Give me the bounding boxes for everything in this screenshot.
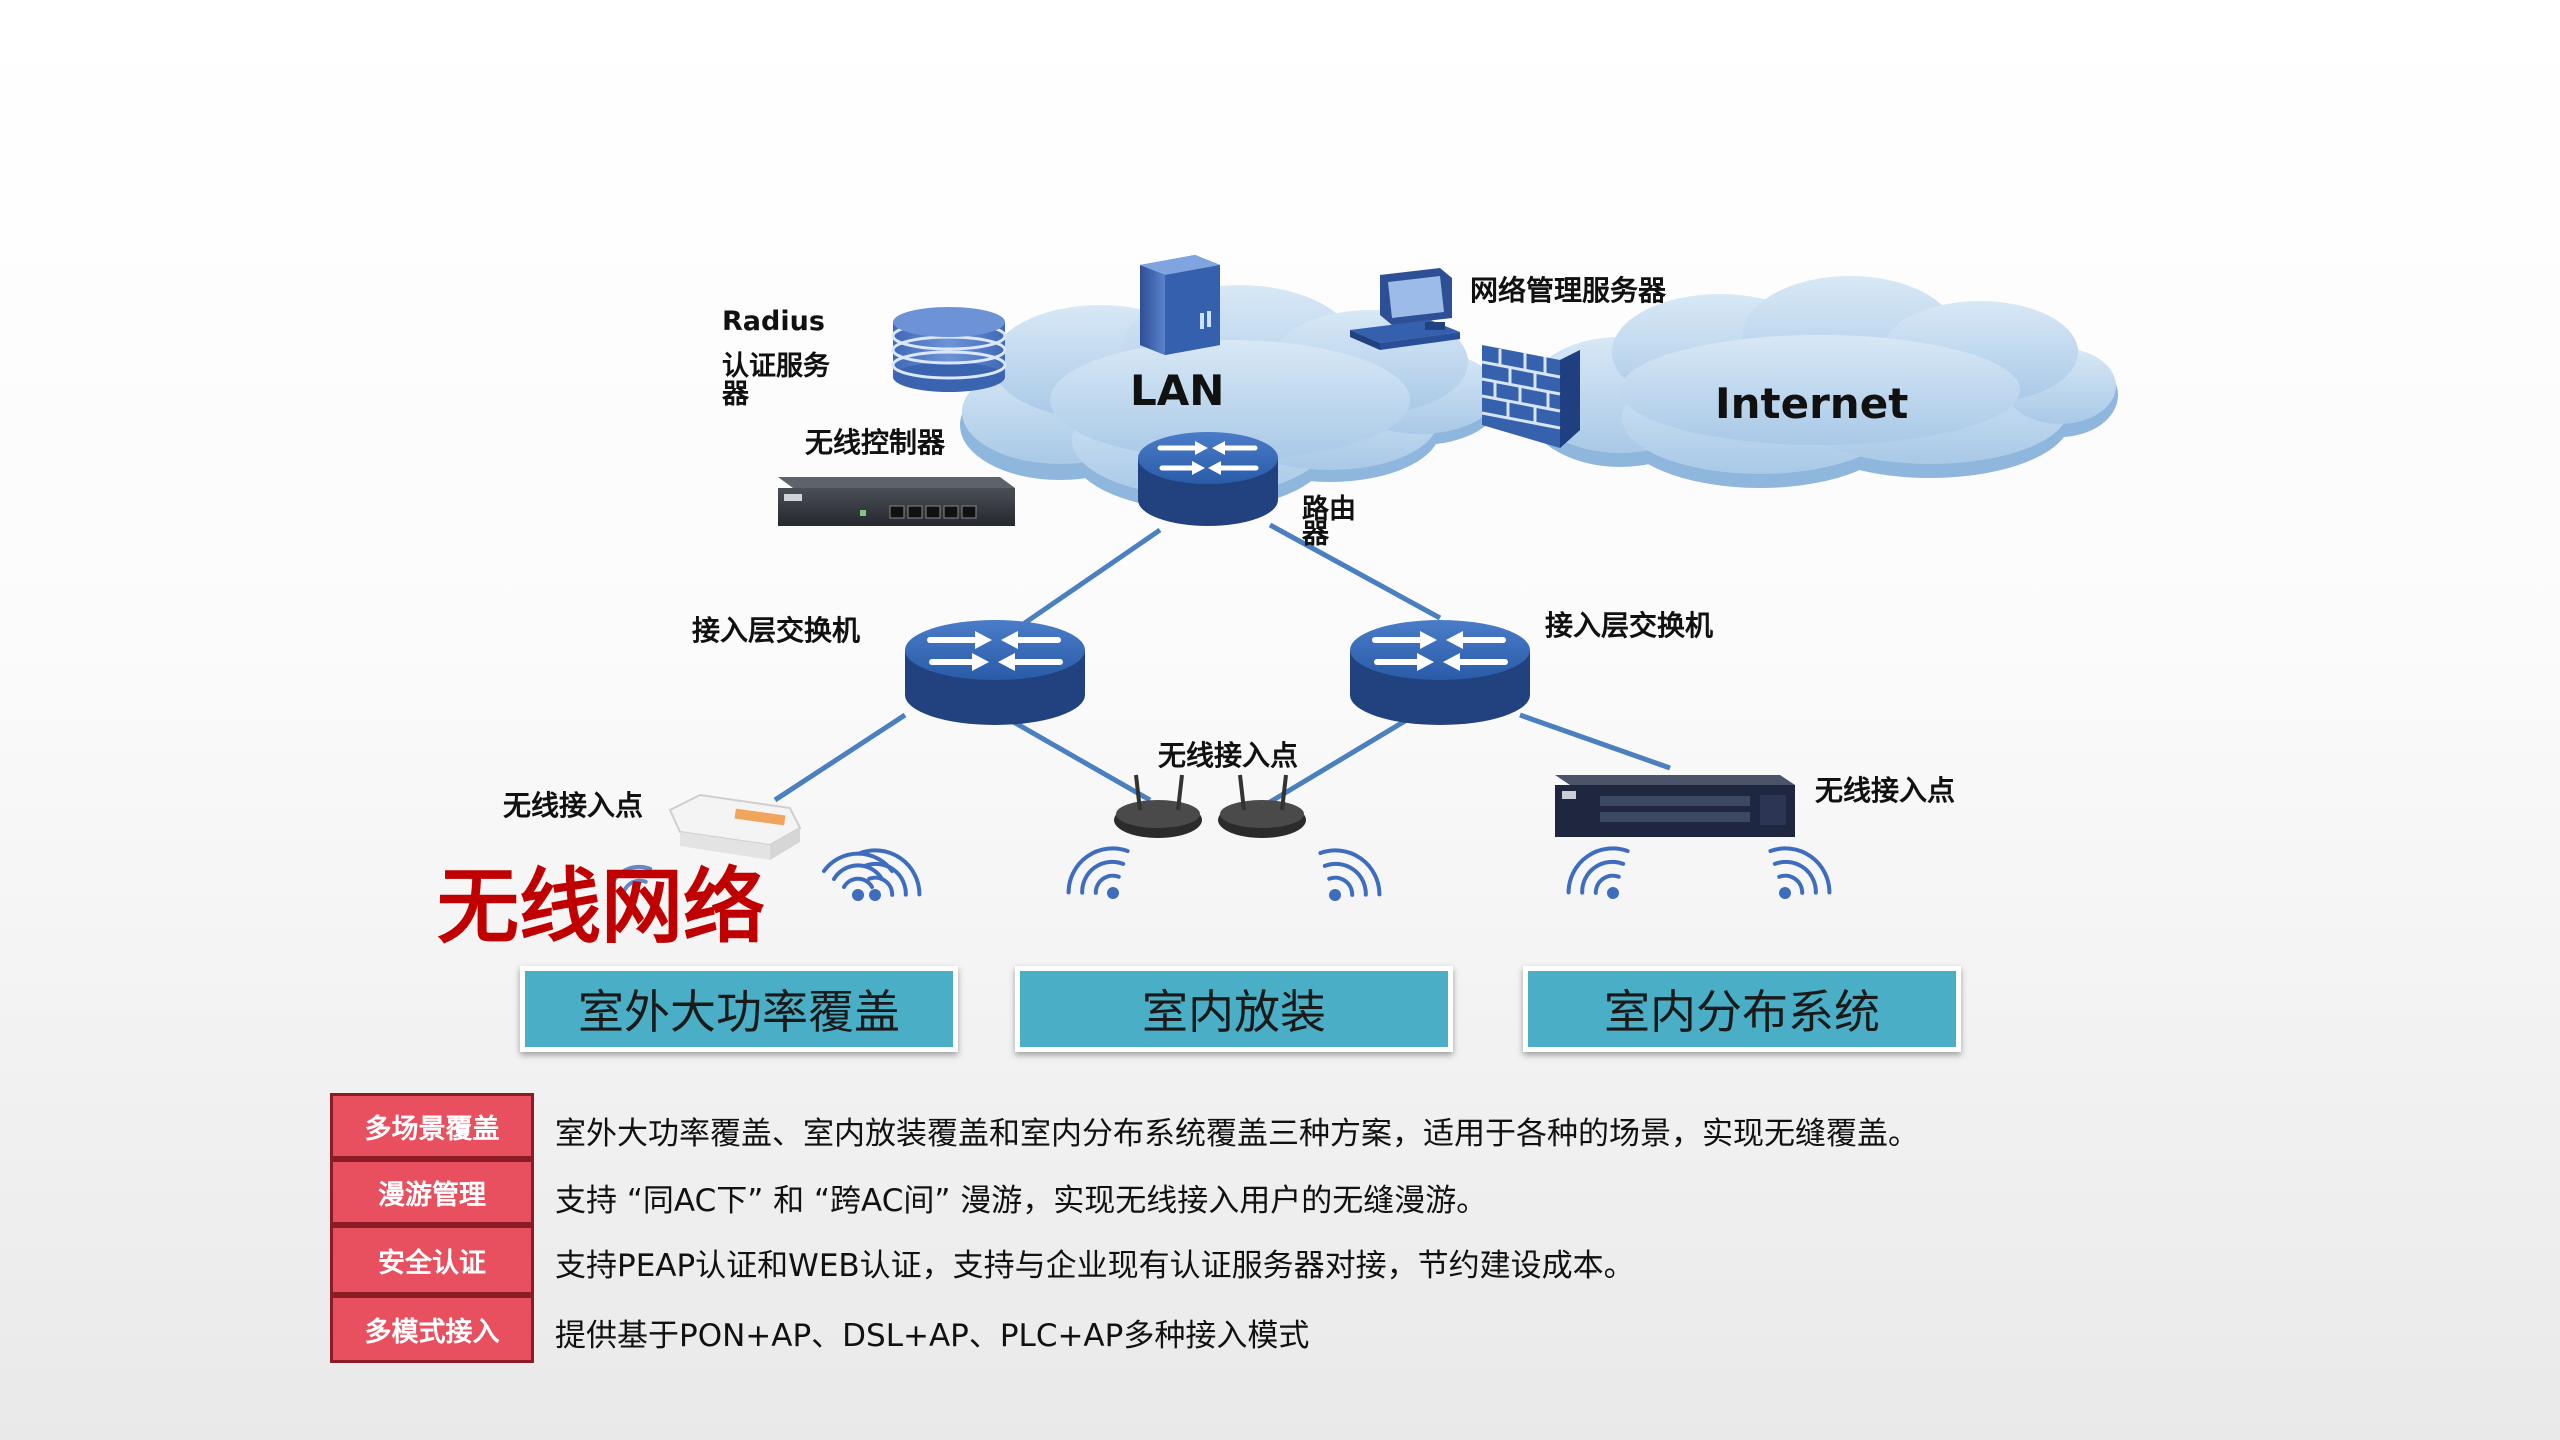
feature-text-security: 支持PEAP认证和WEB认证，支持与企业现有认证服务器对接，节约建设成本。 — [555, 1248, 1635, 1284]
wifi-signal-icon — [822, 851, 894, 901]
left-access-switch-icon — [905, 620, 1085, 725]
scenario-outdoor: 室外大功率覆盖 — [520, 966, 958, 1052]
feature-text-multi-scene: 室外大功率覆盖、室内放装覆盖和室内分布系统覆盖三种方案，适用于各种的场景，实现无… — [555, 1116, 1919, 1152]
lan-label: LAN — [1130, 366, 1224, 415]
wifi-signal-icon — [858, 848, 922, 901]
management-workstation-icon — [1350, 268, 1460, 350]
wireless-controller-icon — [778, 477, 1015, 526]
controller-label: 无线控制器 — [805, 426, 946, 459]
outdoor-ap-icon — [668, 793, 802, 860]
ap-center-label: 无线接入点 — [1158, 739, 1298, 772]
feature-tag-roaming: 漫游管理 — [330, 1159, 534, 1225]
router-label-line2: 器 — [1301, 519, 1330, 550]
feature-tag-multi-scene: 多场景覆盖 — [330, 1093, 534, 1159]
wifi-signal-icon — [1318, 848, 1382, 901]
nms-label: 网络管理服务器 — [1470, 274, 1667, 307]
switch-left-label: 接入层交换机 — [692, 614, 860, 647]
internet-label: Internet — [1715, 379, 1908, 428]
router-label-line1: 路由 — [1302, 493, 1356, 525]
wifi-signal-icons — [607, 846, 1832, 901]
wifi-signal-icon — [1768, 846, 1832, 899]
switch-right-label: 接入层交换机 — [1545, 609, 1713, 642]
radius-label-line1: Radius — [722, 306, 825, 337]
ap-right-label: 无线接入点 — [1815, 774, 1955, 807]
wifi-signal-icon — [1066, 846, 1130, 899]
core-router-icon — [1138, 432, 1278, 526]
server-tower-icon — [1140, 255, 1220, 355]
wifi-signal-icon — [1566, 846, 1630, 899]
right-access-switch-icon — [1350, 620, 1530, 725]
feature-text-multi-mode: 提供基于PON+AP、DSL+AP、PLC+AP多种接入模式 — [555, 1318, 1310, 1354]
feature-text-roaming: 支持 “同AC下” 和 “跨AC间” 漫游，实现无线接入用户的无缝漫游。 — [555, 1183, 1488, 1219]
wifi-signal-icon — [607, 864, 653, 900]
scenario-indoor-ap: 室内放装 — [1015, 966, 1453, 1052]
indoor-ap-icon — [1114, 774, 1306, 838]
scenario-indoor-distribution: 室内分布系统 — [1523, 966, 1961, 1052]
feature-tag-security: 安全认证 — [330, 1225, 534, 1295]
radius-label-line3: 器 — [721, 379, 750, 410]
distributed-ap-icon — [1555, 775, 1795, 837]
ap-left-label: 无线接入点 — [503, 789, 643, 822]
feature-tag-multi-mode: 多模式接入 — [330, 1295, 534, 1363]
network-links — [773, 522, 1671, 808]
page-title: 无线网络 — [437, 860, 765, 955]
radius-database-icon — [891, 307, 1007, 392]
firewall-icon — [1481, 345, 1580, 448]
radius-label-line2: 认证服务 — [722, 351, 830, 382]
